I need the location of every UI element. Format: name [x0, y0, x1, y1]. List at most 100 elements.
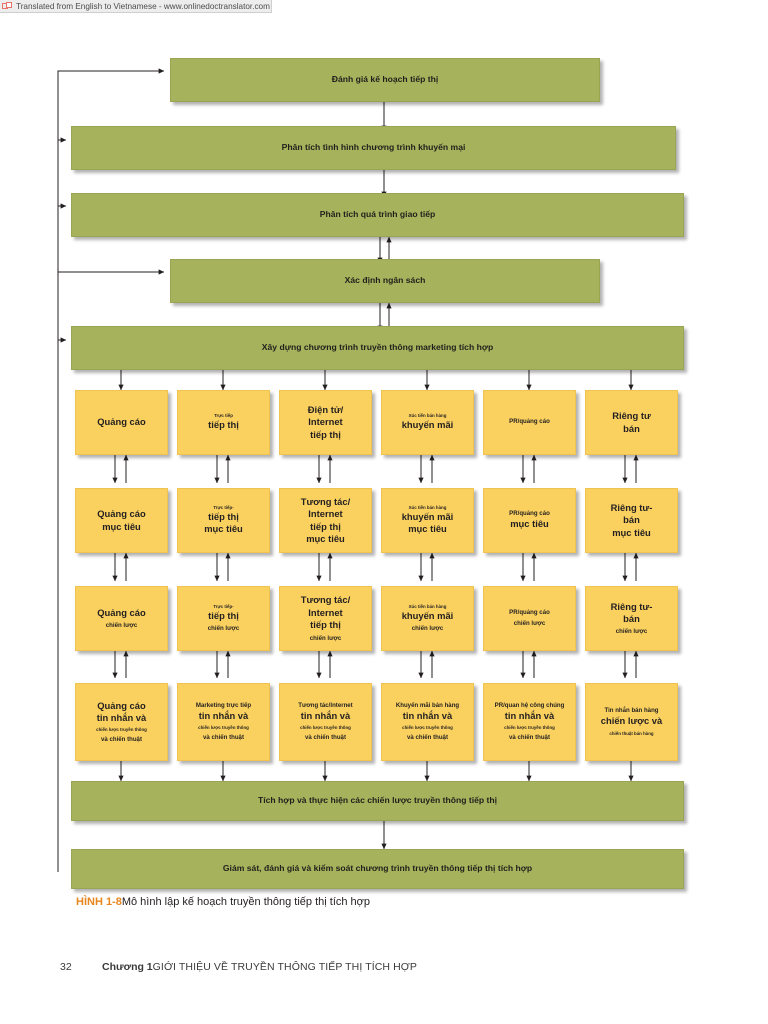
stage-box-assess-marketing-plan[interactable]: Đánh giá kế hoạch tiếp thị — [170, 58, 600, 102]
message-label-line1: Tin nhắn bán hàng — [604, 707, 659, 715]
message-sublabel-line1: chiến lược truyền thông — [198, 725, 249, 731]
objective-box-direct-marketing[interactable]: Trực tiếp- tiếp thị mục tiêu — [177, 488, 270, 553]
tool-label: tiếp thị — [208, 419, 239, 431]
strategy-label-line2: chiến lược — [207, 625, 240, 633]
objective-label-line2: mục tiêu — [408, 523, 447, 535]
message-sublabel-line1: chiến lược truyền thông — [402, 725, 453, 731]
strategy-box-advertising[interactable]: Quảng cáo chiến lược — [75, 586, 168, 651]
tool-box-advertising[interactable]: Quảng cáo — [75, 390, 168, 455]
objective-box-personal-selling[interactable]: Riêng tư- bán mục tiêu — [585, 488, 678, 553]
connector-lines — [57, 68, 639, 872]
stage-label: Đánh giá kế hoạch tiếp thị — [331, 74, 439, 85]
message-sublabel-line1: chiến lược truyền thông — [300, 725, 351, 731]
objective-box-internet-marketing[interactable]: Tương tác/ Internet tiếp thị mục tiêu — [279, 488, 372, 553]
objective-label-line2: mục tiêu — [204, 523, 243, 535]
translator-banner-text: Translated from English to Vietnamese - … — [16, 1, 270, 11]
message-sublabel-line2: và chiến thuật — [101, 736, 142, 744]
objective-label-line4: mục tiêu — [306, 532, 345, 544]
tool-box-direct-marketing[interactable]: Trực tiếp tiếp thị — [177, 390, 270, 455]
message-sublabel-line1: chiến lược truyền thông — [96, 727, 147, 733]
stage-box-integrate-implement[interactable]: Tích hợp và thực hiện các chiến lược tru… — [71, 781, 684, 821]
stage-label: Giám sát, đánh giá và kiểm soát chương t… — [222, 863, 533, 874]
strategy-label-line1: Riêng tư- — [610, 600, 653, 612]
tool-sublabel: Trực tiếp — [214, 413, 233, 419]
message-box-advertising[interactable]: Quảng cáo tin nhắn và chiến lược truyền … — [75, 683, 168, 761]
tool-label: khuyến mãi — [401, 419, 454, 431]
objective-label-line1: Riêng tư- — [610, 501, 653, 513]
strategy-label-line1: PR/quảng cáo — [509, 608, 550, 616]
strategy-box-internet-marketing[interactable]: Tương tác/ Internet tiếp thị chiến lược — [279, 586, 372, 651]
stage-box-communication-process-analysis[interactable]: Phân tích quá trình giao tiếp — [71, 193, 684, 237]
translator-logo-icon — [2, 1, 13, 11]
objective-box-advertising[interactable]: Quảng cáo mục tiêu — [75, 488, 168, 553]
objective-sublabel: Trực tiếp- — [213, 505, 234, 511]
message-sublabel-line2: và chiến thuật — [509, 734, 550, 742]
objective-box-pr-publicity[interactable]: PR/quảng cáo mục tiêu — [483, 488, 576, 553]
strategy-label-line3: chiến lược — [615, 628, 648, 636]
strategy-label-line2: Internet — [308, 606, 343, 618]
strategy-label-line2: bán — [623, 612, 640, 624]
stage-label: Xây dựng chương trình truyền thông marke… — [261, 342, 494, 353]
objective-label-line1: khuyến mãi — [401, 511, 454, 522]
message-label-line2: tin nhắn và — [402, 709, 453, 721]
message-label-line2: tin nhắn và — [300, 709, 351, 721]
strategy-label-line2: chiến lược — [411, 625, 444, 633]
message-box-pr-publicity[interactable]: PR/quan hệ công chúng tin nhắn và chiến … — [483, 683, 576, 761]
message-sublabel-line2: và chiến thuật — [203, 734, 244, 742]
stage-box-monitor-evaluate-control[interactable]: Giám sát, đánh giá và kiểm soát chương t… — [71, 849, 684, 889]
message-label-line1: Tương tác/Internet — [298, 701, 353, 709]
iv-planning-flowchart: Đánh giá kế hoạch tiếp thị Phân tích tìn… — [0, 13, 768, 903]
tool-box-personal-selling[interactable]: Riêng tư bán — [585, 390, 678, 455]
strategy-box-pr-publicity[interactable]: PR/quảng cáo chiến lược — [483, 586, 576, 651]
strategy-sublabel: Trực tiếp- — [213, 603, 234, 609]
message-label-line1: PR/quan hệ công chúng — [494, 701, 565, 709]
stage-label: Phân tích quá trình giao tiếp — [319, 209, 436, 220]
strategy-label-line4: chiến lược — [309, 634, 342, 642]
objective-label-line3: mục tiêu — [612, 526, 651, 538]
stage-box-develop-imc-program[interactable]: Xây dựng chương trình truyền thông marke… — [71, 326, 684, 370]
message-label-line2: chiến lược và — [600, 715, 663, 727]
message-label-line1: Khuyến mãi bán hàng — [395, 701, 460, 709]
strategy-sublabel: Xúc tiến bán hàng — [408, 603, 447, 609]
tool-label: Quảng cáo — [97, 416, 146, 428]
strategy-box-direct-marketing[interactable]: Trực tiếp- tiếp thị chiến lược — [177, 586, 270, 651]
stage-label: Phân tích tình hình chương trình khuyến … — [281, 142, 466, 153]
strategy-label-line3: tiếp thị — [310, 619, 341, 631]
page-number: 32 — [60, 961, 72, 973]
objective-label-line2: bán — [623, 514, 640, 526]
tool-label-line3: tiếp thị — [310, 428, 341, 440]
message-box-personal-selling[interactable]: Tin nhắn bán hàng chiến lược và chiến th… — [585, 683, 678, 761]
tool-box-pr-publicity[interactable]: PR/quảng cáo — [483, 390, 576, 455]
tool-box-sales-promotion[interactable]: Xúc tiến bán hàng khuyến mãi — [381, 390, 474, 455]
figure-caption: HÌNH 1-8Mô hình lập kế hoạch truyền thôn… — [76, 896, 370, 908]
message-label-line2: tin nhắn và — [504, 709, 555, 721]
strategy-label-line1: Quảng cáo — [97, 606, 146, 618]
tool-label-line2: Internet — [308, 416, 343, 428]
strategy-box-sales-promotion[interactable]: Xúc tiến bán hàng khuyến mãi chiến lược — [381, 586, 474, 651]
objective-label-line1: tiếp thị — [208, 511, 239, 522]
objective-box-sales-promotion[interactable]: Xúc tiến bán hàng khuyến mãi mục tiêu — [381, 488, 474, 553]
message-box-internet-marketing[interactable]: Tương tác/Internet tin nhắn và chiến lượ… — [279, 683, 372, 761]
tool-label-line2: bán — [623, 422, 640, 434]
tool-sublabel: Xúc tiến bán hàng — [408, 413, 447, 419]
stage-box-promotional-situation-analysis[interactable]: Phân tích tình hình chương trình khuyến … — [71, 126, 676, 170]
message-label-line2: tin nhắn và — [198, 709, 249, 721]
chapter-label: Chương 1 — [102, 961, 153, 973]
strategy-label-line1: khuyến mãi — [401, 609, 454, 621]
strategy-box-personal-selling[interactable]: Riêng tư- bán chiến lược — [585, 586, 678, 651]
translator-banner: Translated from English to Vietnamese - … — [0, 0, 272, 13]
stage-label: Xác định ngân sách — [344, 275, 426, 286]
tool-box-internet-marketing[interactable]: Điện tử/ Internet tiếp thị — [279, 390, 372, 455]
page-footer: 32 Chương 1 GIỚI THIỆU VỀ TRUYỀN THÔNG T… — [60, 961, 417, 973]
figure-caption-text: Mô hình lập kế hoạch truyền thông tiếp t… — [121, 896, 370, 908]
tool-label: PR/quảng cáo — [509, 418, 550, 426]
objective-label-line1: PR/quảng cáo — [509, 510, 550, 518]
message-box-direct-marketing[interactable]: Marketing trực tiếp tin nhắn và chiến lư… — [177, 683, 270, 761]
message-label-line1: Marketing trực tiếp — [195, 701, 252, 709]
message-box-sales-promotion[interactable]: Khuyến mãi bán hàng tin nhắn và chiến lư… — [381, 683, 474, 761]
message-sublabel-line1: chiến thuật bán hàng — [609, 730, 654, 736]
stage-box-budget-determination[interactable]: Xác định ngân sách — [170, 259, 600, 303]
objective-label-line2: Internet — [308, 508, 343, 520]
objective-label-line1: Quảng cáo — [97, 508, 146, 520]
objective-label-line3: tiếp thị — [310, 520, 341, 532]
